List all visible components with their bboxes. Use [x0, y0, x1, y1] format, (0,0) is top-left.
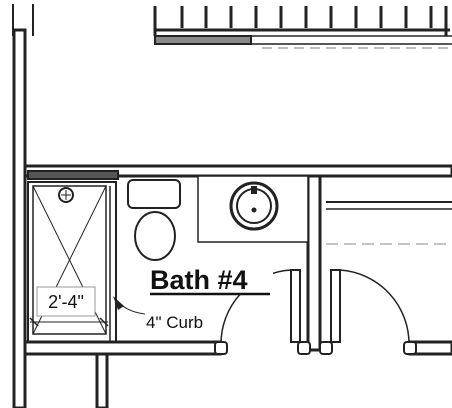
shower-drain-icon [58, 187, 74, 203]
railing-balusters [153, 6, 448, 36]
room-name: Bath #4 [150, 265, 248, 295]
bath-door[interactable] [214, 269, 311, 355]
left-exterior-wall [12, 4, 34, 408]
bath-bottom-wall [23, 340, 452, 408]
upper-wall-section [154, 35, 452, 49]
shower-width-label: 2'-4" [48, 292, 84, 312]
curb-note: 4" Curb [113, 296, 203, 332]
hall-door[interactable] [319, 269, 417, 355]
tub-outline [326, 201, 452, 245]
toilet-icon [127, 179, 181, 261]
curb-note-label: 4" Curb [146, 313, 203, 332]
shower-stall [27, 181, 117, 343]
shower-width-dimension: 2'-4" [29, 286, 109, 327]
lavatory-sink-icon [229, 181, 279, 231]
room-label: Bath #4 [147, 263, 273, 296]
partition-wall [306, 174, 322, 352]
